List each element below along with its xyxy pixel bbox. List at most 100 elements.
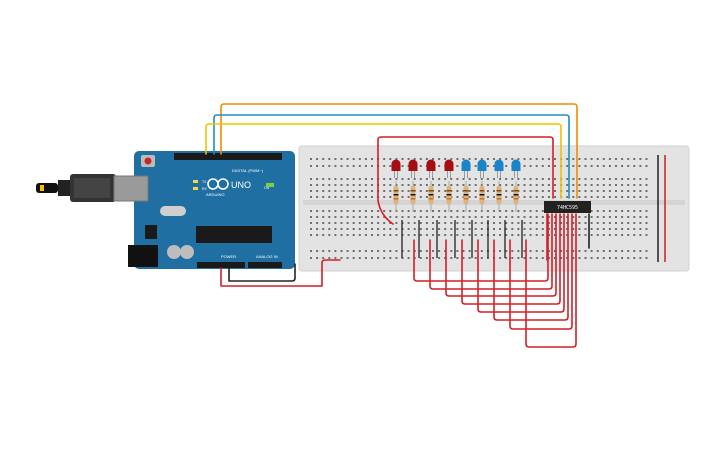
- breadboard-hole: [364, 178, 367, 180]
- tx-led: [193, 180, 198, 183]
- breadboard-hole: [468, 250, 471, 252]
- breadboard-hole: [560, 216, 563, 218]
- breadboard-hole: [547, 190, 550, 192]
- breadboard-hole: [633, 178, 636, 180]
- breadboard-hole: [334, 184, 337, 186]
- breadboard-hole: [511, 234, 514, 236]
- breadboard-hole: [371, 184, 373, 186]
- breadboard-hole: [352, 257, 355, 259]
- breadboard-hole: [633, 228, 636, 230]
- breadboard-hole: [608, 250, 611, 252]
- breadboard-hole: [340, 222, 343, 224]
- breadboard-hole: [438, 165, 441, 167]
- breadboard-hole: [316, 158, 319, 160]
- resistor-band: [496, 198, 502, 200]
- breadboard-hole: [425, 234, 428, 236]
- breadboard-hole: [340, 216, 343, 218]
- voltage-regulator: [145, 225, 157, 239]
- breadboard-hole: [615, 228, 617, 230]
- breadboard-hole: [352, 210, 355, 212]
- breadboard-hole: [383, 234, 386, 236]
- breadboard-hole: [474, 165, 477, 167]
- breadboard-hole: [346, 196, 349, 198]
- breadboard-hole: [590, 190, 593, 192]
- led-body: [461, 164, 471, 171]
- breadboard-hole: [310, 184, 312, 186]
- breadboard-hole: [383, 210, 386, 212]
- breadboard-hole: [578, 158, 581, 160]
- breadboard-hole: [340, 165, 343, 167]
- breadboard-hole: [566, 196, 569, 198]
- breadboard-hole: [444, 158, 447, 160]
- breadboard-hole: [602, 178, 605, 180]
- breadboard-hole: [371, 228, 373, 230]
- breadboard-hole: [395, 228, 398, 230]
- analog-header: [248, 262, 282, 268]
- breadboard-hole: [584, 196, 587, 198]
- breadboard-hole: [535, 190, 538, 192]
- breadboard-hole: [456, 222, 459, 224]
- breadboard-hole: [419, 158, 422, 160]
- breadboard-hole: [505, 228, 508, 230]
- breadboard-hole: [535, 165, 538, 167]
- resistor-band: [428, 198, 434, 200]
- breadboard-hole: [554, 190, 556, 192]
- breadboard-hole: [389, 222, 392, 224]
- breadboard-hole: [438, 257, 441, 259]
- breadboard-hole: [474, 184, 477, 186]
- breadboard-hole: [633, 196, 636, 198]
- wire: [205, 123, 562, 199]
- breadboard[interactable]: [298, 145, 690, 272]
- usb-cable[interactable]: [36, 174, 116, 202]
- breadboard-hole: [602, 210, 605, 212]
- on-led: [266, 183, 274, 187]
- breadboard-hole: [627, 216, 630, 218]
- breadboard-hole: [425, 228, 428, 230]
- breadboard-hole: [352, 165, 355, 167]
- breadboard-hole: [334, 210, 337, 212]
- breadboard-hole: [340, 210, 343, 212]
- breadboard-hole: [383, 228, 386, 230]
- breadboard-hole: [633, 158, 636, 160]
- breadboard-hole: [468, 222, 471, 224]
- breadboard-hole: [474, 196, 477, 198]
- breadboard-hole: [621, 228, 624, 230]
- power-jack: [128, 245, 158, 267]
- shift-register-chip[interactable]: 74HC595: [544, 201, 591, 213]
- breadboard-hole: [541, 210, 544, 212]
- breadboard-hole: [322, 257, 325, 259]
- breadboard-hole: [328, 184, 331, 186]
- breadboard-hole: [505, 216, 508, 218]
- breadboard-hole: [432, 184, 434, 186]
- breadboard-hole: [639, 234, 642, 236]
- breadboard-hole: [511, 158, 514, 160]
- arduino-board[interactable]: UNO ARDUINO DIGITAL (PWM~) POWER ANALOG …: [113, 151, 295, 269]
- resistor-band: [479, 194, 485, 196]
- breadboard-hole: [480, 234, 483, 236]
- breadboard-hole: [413, 216, 416, 218]
- breadboard-hole: [364, 165, 367, 167]
- breadboard-hole: [523, 250, 526, 252]
- breadboard-hole: [407, 158, 410, 160]
- breadboard-hole: [505, 196, 508, 198]
- breadboard-hole: [621, 210, 624, 212]
- breadboard-hole: [432, 216, 434, 218]
- reset-button-cap[interactable]: [144, 157, 152, 165]
- breadboard-hole: [352, 184, 355, 186]
- breadboard-hole: [572, 165, 575, 167]
- breadboard-hole: [554, 228, 556, 230]
- breadboard-hole: [615, 178, 617, 180]
- breadboard-hole: [584, 257, 587, 259]
- breadboard-hole: [499, 158, 502, 160]
- breadboard-hole: [316, 196, 319, 198]
- breadboard-hole: [554, 222, 556, 224]
- breadboard-hole: [419, 196, 422, 198]
- resistor-band: [393, 190, 399, 192]
- breadboard-hole: [554, 250, 556, 252]
- breadboard-hole: [493, 228, 495, 230]
- breadboard-hole: [413, 158, 416, 160]
- breadboard-hole: [310, 196, 312, 198]
- breadboard-hole: [547, 184, 550, 186]
- breadboard-hole: [608, 184, 611, 186]
- breadboard-hole: [529, 158, 532, 160]
